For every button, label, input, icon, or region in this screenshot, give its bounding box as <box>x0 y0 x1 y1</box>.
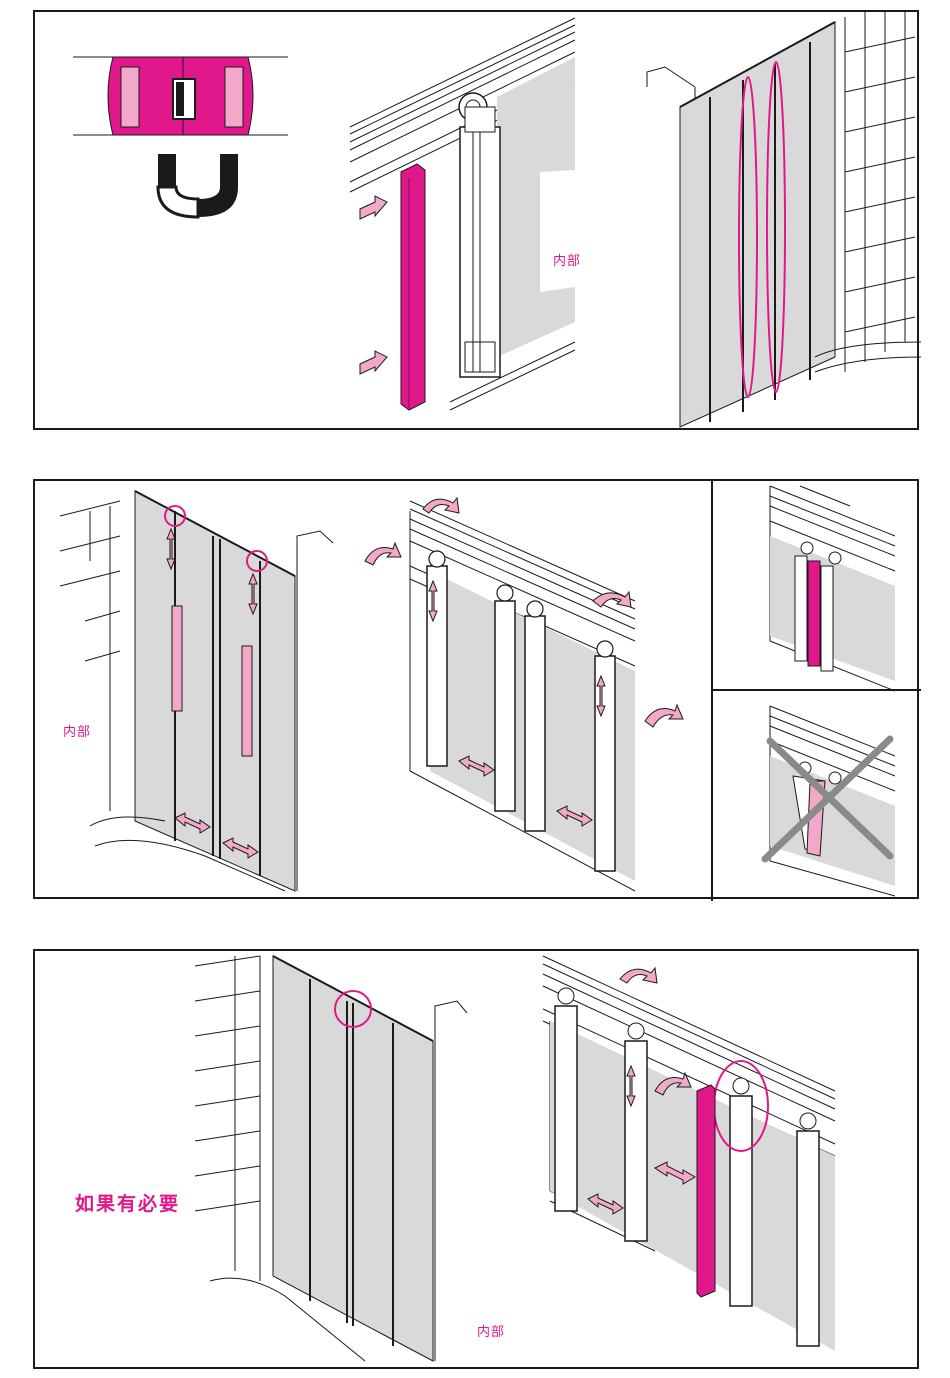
step-3-panel: 如果有必要 内部 <box>33 949 919 1369</box>
interior-label: 内部 <box>63 721 91 740</box>
step-3-illustration <box>35 951 921 1371</box>
interior-label: 内部 <box>477 1321 505 1340</box>
if-necessary-label: 如果有必要 <box>75 1189 180 1216</box>
magnetic-strip-icon <box>697 1085 715 1297</box>
installed-doors-illustration <box>35 12 921 432</box>
step-2-illustration <box>35 481 921 901</box>
step-1-panel: 内部 <box>33 10 919 430</box>
step-2-panel: 内部 <box>33 479 919 899</box>
